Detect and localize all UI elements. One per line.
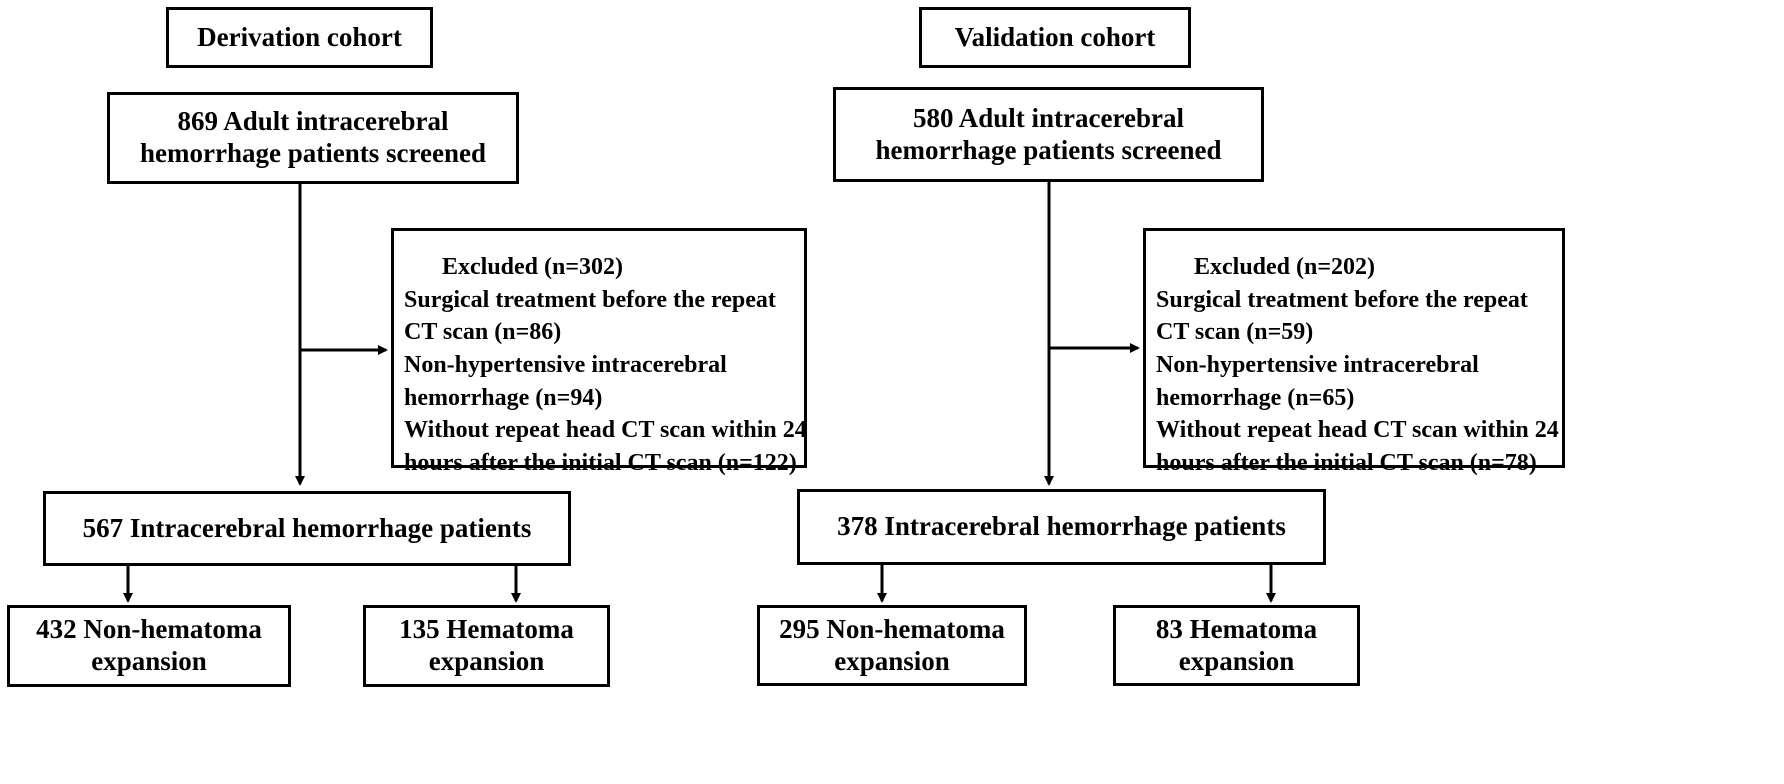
validation-excluded-reason: Surgical treatment before the repeat xyxy=(1156,286,1528,313)
validation-expansion-box: 83 Hematoma expansion xyxy=(1113,605,1360,686)
derivation-excluded-reason: Non-hypertensive intracerebral xyxy=(404,351,727,378)
validation-screened-box: 580 Adult intracerebral hemorrhage patie… xyxy=(833,87,1264,182)
validation-cohort-label-text: Validation cohort xyxy=(954,21,1156,52)
validation-excluded-reason: CT scan (n=59) xyxy=(1156,319,1314,346)
validation-excluded-reason: hemorrhage (n=65) xyxy=(1156,384,1355,411)
validation-non-expansion-line-2: expansion xyxy=(834,645,950,676)
derivation-excluded-reason: hemorrhage (n=94) xyxy=(404,384,603,411)
derivation-screened-line-1: 869 Adult intracerebral xyxy=(177,106,449,137)
derivation-excluded-reason: Without repeat head CT scan within 24 xyxy=(404,417,807,444)
derivation-included-box: 567 Intracerebral hemorrhage patients xyxy=(43,491,571,566)
validation-screened-line-1: 580 Adult intracerebral xyxy=(913,102,1184,133)
derivation-non-expansion-box: 432 Non-hematoma expansion xyxy=(7,605,291,687)
validation-included-text: 378 Intracerebral hemorrhage patients xyxy=(837,511,1286,542)
validation-excluded-reason: hours after the initial CT scan (n=78) xyxy=(1156,449,1537,476)
validation-expansion-line-2: expansion xyxy=(1178,645,1295,676)
validation-excluded-reason: Without repeat head CT scan within 24 xyxy=(1156,417,1559,444)
derivation-included-text: 567 Intracerebral hemorrhage patients xyxy=(82,512,532,543)
validation-cohort-label: Validation cohort xyxy=(919,7,1191,68)
derivation-expansion-line-1: 135 Hematoma xyxy=(399,614,574,645)
validation-non-expansion-line-1: 295 Non-hematoma xyxy=(779,613,1005,644)
derivation-excluded-title: Excluded (n=302) xyxy=(442,254,624,280)
validation-screened-line-2: hemorrhage patients screened xyxy=(875,134,1222,165)
derivation-non-expansion-line-2: expansion xyxy=(91,646,207,676)
derivation-screened-box: 869 Adult intracerebral hemorrhage patie… xyxy=(107,92,519,184)
derivation-expansion-line-2: expansion xyxy=(428,646,545,676)
derivation-non-expansion-line-1: 432 Non-hematoma xyxy=(36,614,262,645)
derivation-excluded-box: Excluded (n=302) Surgical treatment befo… xyxy=(391,228,807,476)
derivation-excluded-reason: hours after the initial CT scan (n=122) xyxy=(404,449,797,476)
derivation-cohort-label-text: Derivation cohort xyxy=(197,21,402,52)
derivation-cohort-label: Derivation cohort xyxy=(166,7,433,68)
derivation-excluded-reason: Surgical treatment before the repeat xyxy=(404,286,776,313)
derivation-expansion-box: 135 Hematoma expansion xyxy=(363,605,610,687)
derivation-excluded-reason: CT scan (n=86) xyxy=(404,319,562,346)
validation-expansion-line-1: 83 Hematoma xyxy=(1155,613,1318,644)
validation-non-expansion-box: 295 Non-hematoma expansion xyxy=(757,605,1027,686)
derivation-screened-line-2: hemorrhage patients screened xyxy=(140,138,486,168)
validation-excluded-reason: Non-hypertensive intracerebral xyxy=(1156,351,1479,378)
validation-included-box: 378 Intracerebral hemorrhage patients xyxy=(797,489,1326,565)
validation-excluded-title: Excluded (n=202) xyxy=(1194,254,1376,280)
validation-excluded-box: Excluded (n=202) Surgical treatment befo… xyxy=(1143,228,1565,476)
